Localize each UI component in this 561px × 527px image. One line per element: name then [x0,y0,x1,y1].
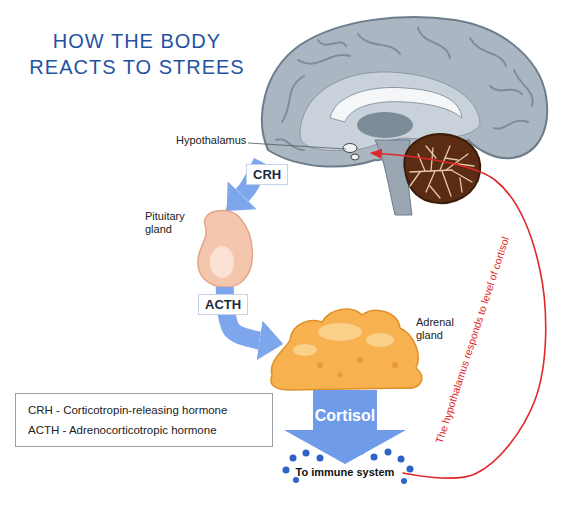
cortisol-arrow [313,390,377,430]
cortisol-molecules [283,448,414,485]
adrenal-texture [366,333,394,347]
adrenal-gland-shape [271,309,422,390]
node-text: ACTH - Adrenocorticotropic hormone [28,420,260,440]
brain-gyrus [282,76,304,122]
adrenal-texture [338,373,343,378]
cortisol-dot [398,456,405,463]
node-text: Pituitary gland [145,210,197,236]
cortisol-dot [371,454,378,461]
edge-label: Cortisol [315,407,375,425]
edge-label: ACTH [198,294,248,315]
cerebellum-branch [426,171,435,192]
cerebellum-tree [410,146,474,198]
pituitary-gland-shape [198,211,253,288]
cerebellum-branch [442,171,451,196]
brain-gyrus [470,38,506,66]
cortisol-dot [358,448,365,455]
pituitary-highlight [210,246,234,278]
brain-gyrus [318,40,346,46]
cortisol-dot [385,449,392,456]
pituitary-illustration [198,196,253,287]
adrenal-texture [318,323,362,341]
cortisol-dot [344,454,351,461]
brain-gyrus [418,28,450,58]
cerebellum-branch [451,170,472,182]
brain-illustration [248,17,547,215]
brain-gyrus [358,34,400,54]
node-text: To immune system [287,466,403,478]
brain-gyrus [514,70,533,106]
hypothalamus-structure [351,154,359,160]
cortisol-dot [401,478,407,484]
cortisol-dot [283,467,290,474]
brain-gyrus [490,86,522,94]
adrenal-texture [317,362,323,368]
adrenal-node: Adrenal gland [270,308,420,390]
cortisol-dot [290,455,297,462]
node-text: CRH - Corticotropin-releasing hormone [28,400,260,420]
node-text: Adrenal gland [416,316,466,342]
feedback-arrow [382,154,546,478]
cortisol-dot [330,448,337,455]
cerebellum-branch [410,172,420,186]
diagram-title: HOW THE BODY REACTS TO STREES [12,28,262,80]
cerebellum-branch [426,146,474,198]
adrenal-texture [357,357,363,363]
edge-label: The hypothalamus responds to level of co… [433,235,511,445]
cerebellum-branch [418,154,425,171]
cortisol-dot [303,450,310,457]
brain-gyrus [298,55,350,64]
adrenal-texture [293,344,317,356]
node-text: Hypothalamus [176,134,246,146]
edge-label: CRH [246,164,288,185]
hypothalamus-structure [343,144,357,153]
cortisol-dot [317,455,324,462]
thalamus [357,112,413,138]
adrenal-illustration [271,309,422,390]
cerebellum-branch [446,154,468,170]
cortisol-dot [407,466,414,473]
brain-gyrus [494,121,528,129]
hypothalamus-leader-line [248,143,346,149]
brain-gyri [276,28,533,150]
adrenal-texture [392,362,398,368]
abbreviation-key: CRH - Corticotropin-releasing hormoneACT… [15,393,273,447]
pituitary-node: Pituitary gland [195,212,257,287]
hypothalamus-region: Hypothalamus [250,140,370,162]
immune-target: To immune system [287,464,403,482]
